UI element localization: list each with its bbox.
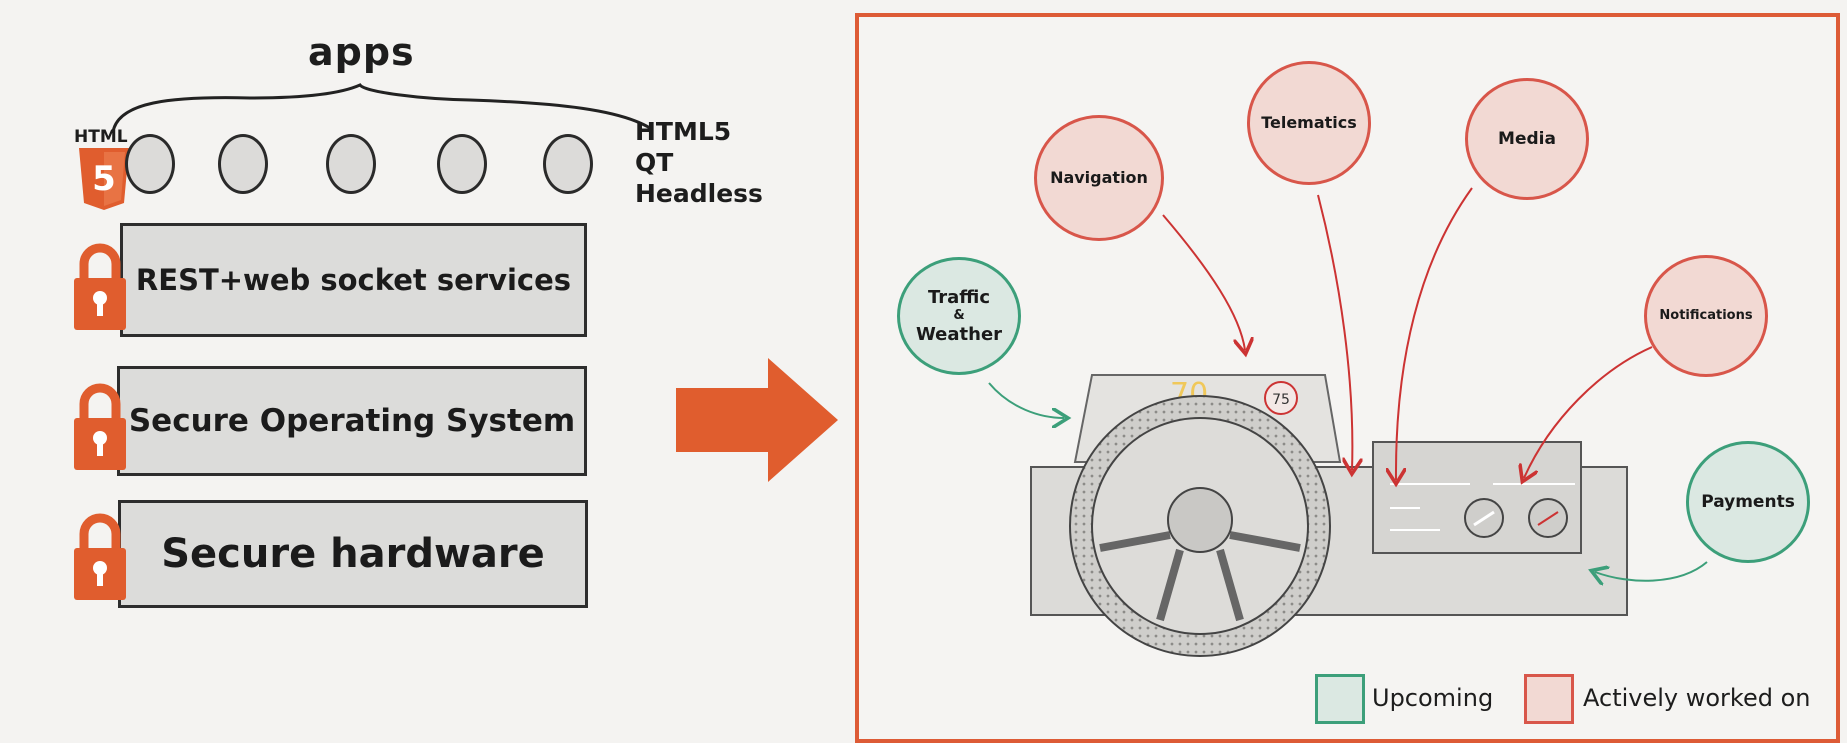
hud-limit: 75 <box>1272 392 1290 408</box>
app-circle <box>437 134 487 194</box>
layer-services: REST+web socket services <box>120 223 587 337</box>
ampersand-label: & <box>953 308 965 324</box>
notifications-label: Notifications <box>1659 308 1753 324</box>
apps-title: apps <box>308 30 415 74</box>
svg-text:5: 5 <box>92 159 116 199</box>
arrow-traffic-weather <box>988 382 1064 418</box>
feature-media: Media <box>1465 78 1589 200</box>
traffic-label: Traffic <box>927 286 991 308</box>
arrow-payments <box>1595 561 1708 581</box>
layer-os: Secure Operating System <box>117 366 587 476</box>
app-circle <box>125 134 175 194</box>
app-circle <box>326 134 376 194</box>
feature-navigation: Navigation <box>1034 115 1164 241</box>
legend-upcoming-label: Upcoming <box>1372 684 1494 712</box>
feature-notifications: Notifications <box>1644 255 1768 377</box>
arrow-telematics <box>1317 194 1352 470</box>
app-type-qt: QT <box>635 148 674 177</box>
right-arrow-icon <box>676 358 838 482</box>
feature-payments: Payments <box>1686 441 1810 563</box>
arrow-navigation <box>1162 214 1245 350</box>
html-label: HTML <box>74 127 128 147</box>
arrow-media <box>1396 187 1473 480</box>
layer-services-label: REST+web socket services <box>135 263 572 297</box>
steering-wheel <box>1069 395 1331 657</box>
center-console <box>1372 441 1582 554</box>
feature-telematics: Telematics <box>1247 61 1371 185</box>
app-types: HTML5 QT Headless <box>635 116 763 209</box>
app-circle <box>543 134 593 194</box>
layer-os-label: Secure Operating System <box>128 403 576 439</box>
media-label: Media <box>1498 128 1556 149</box>
weather-label: Weather <box>915 323 1003 345</box>
app-type-html5: HTML5 <box>635 117 732 146</box>
telematics-label: Telematics <box>1261 113 1357 133</box>
lock-icon <box>74 243 126 330</box>
speed-limit-sign <box>1264 381 1298 415</box>
app-type-headless: Headless <box>635 179 763 208</box>
arrow-notifications <box>1524 346 1653 478</box>
lock-icon <box>74 513 126 600</box>
legend-active-label: Actively worked on <box>1583 684 1811 712</box>
app-circle <box>218 134 268 194</box>
feature-traffic-weather: Traffic & Weather <box>897 257 1021 375</box>
lock-icon <box>74 383 126 470</box>
navigation-label: Navigation <box>1050 168 1148 188</box>
layer-hardware-label: Secure hardware <box>161 531 545 577</box>
legend-upcoming-swatch <box>1315 674 1365 724</box>
payments-label: Payments <box>1701 491 1795 512</box>
html5-icon: 5 <box>79 148 129 210</box>
legend-active-swatch <box>1524 674 1574 724</box>
